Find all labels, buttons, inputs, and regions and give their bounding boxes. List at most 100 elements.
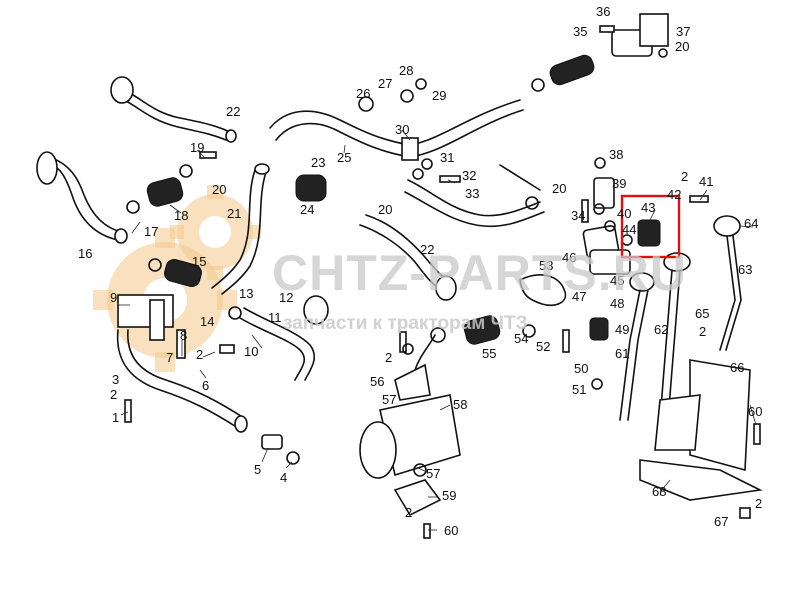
label-55: 55 — [482, 346, 496, 361]
label-7: 7 — [166, 350, 173, 365]
label-46: 46 — [562, 250, 576, 265]
label-45: 45 — [610, 273, 624, 288]
label-41: 41 — [699, 174, 713, 189]
valve-block-46 — [582, 225, 631, 275]
rings — [126, 48, 668, 477]
flange-56 — [394, 334, 436, 401]
distributor-66 — [654, 359, 751, 472]
valve-39 — [593, 177, 615, 209]
pipe-25 — [269, 99, 524, 161]
label-63: 63 — [738, 262, 752, 277]
bolts — [124, 25, 761, 539]
pump-58 — [359, 394, 461, 479]
label-53: 53 — [539, 258, 553, 273]
hose-15 — [164, 259, 202, 287]
label-26: 26 — [356, 86, 370, 101]
label-22b: 22 — [420, 242, 434, 257]
fitting-5 — [261, 434, 283, 450]
label-20b: 20 — [675, 39, 689, 54]
pipe-10 — [239, 295, 329, 381]
label-9: 9 — [110, 290, 117, 305]
pipe-16 — [36, 151, 128, 244]
label-14: 14 — [200, 314, 214, 329]
label-27: 27 — [378, 76, 392, 91]
label-68: 68 — [652, 484, 666, 499]
hose-18 — [146, 177, 184, 207]
label-56: 56 — [370, 374, 384, 389]
label-29: 29 — [432, 88, 446, 103]
label-2b: 2 — [385, 350, 392, 365]
label-43: 43 — [641, 200, 655, 215]
label-6: 6 — [202, 378, 209, 393]
label-20d: 20 — [552, 181, 566, 196]
lever-61 — [619, 272, 655, 421]
label-67: 67 — [714, 514, 728, 529]
label-64: 64 — [744, 216, 758, 231]
label-17: 17 — [144, 224, 158, 239]
pipe-33 — [404, 164, 545, 228]
label-20c: 20 — [378, 202, 392, 217]
label-2g: 2 — [196, 347, 203, 362]
label-8: 8 — [180, 328, 187, 343]
label-19: 19 — [190, 140, 204, 155]
label-16: 16 — [78, 246, 92, 261]
label-22a: 22 — [226, 104, 240, 119]
label-65: 65 — [695, 306, 709, 321]
base-plate-68 — [639, 459, 763, 501]
label-48: 48 — [610, 296, 624, 311]
label-61: 61 — [615, 346, 629, 361]
label-60a: 60 — [444, 523, 458, 538]
label-23: 23 — [311, 155, 325, 170]
label-38: 38 — [609, 147, 623, 162]
hose-top — [549, 54, 595, 86]
label-10: 10 — [244, 344, 258, 359]
label-42: 42 — [667, 187, 681, 202]
elbow-53 — [519, 274, 567, 307]
label-59: 59 — [442, 488, 456, 503]
label-60b: 60 — [748, 404, 762, 419]
label-54: 54 — [514, 331, 528, 346]
label-21: 21 — [227, 206, 241, 221]
label-37: 37 — [676, 24, 690, 39]
label-57b: 57 — [426, 466, 440, 481]
label-13: 13 — [239, 286, 253, 301]
watermark: CHTZ-PARTS.RU запчасти к тракторам ЧТЗ — [272, 245, 687, 334]
label-36: 36 — [596, 4, 610, 19]
label-1: 1 — [112, 410, 119, 425]
label-2d: 2 — [681, 169, 688, 184]
leader-lines — [118, 129, 757, 531]
label-30: 30 — [395, 122, 409, 137]
label-11: 11 — [268, 310, 282, 325]
label-20a: 20 — [212, 182, 226, 197]
label-57a: 57 — [382, 392, 396, 407]
watermark-tagline: запчасти к тракторам ЧТЗ — [283, 313, 528, 334]
label-2c: 2 — [405, 505, 412, 520]
label-39: 39 — [612, 176, 626, 191]
label-47: 47 — [572, 289, 586, 304]
label-25: 25 — [337, 150, 351, 165]
label-62: 62 — [654, 322, 668, 337]
label-2a: 2 — [110, 387, 117, 402]
gear-right-icon — [170, 185, 261, 280]
label-44: 44 — [622, 222, 636, 237]
label-18: 18 — [174, 208, 188, 223]
flange-59 — [393, 479, 442, 517]
label-66: 66 — [730, 360, 744, 375]
label-51: 51 — [572, 382, 586, 397]
label-58: 58 — [453, 397, 467, 412]
label-2e: 2 — [699, 324, 706, 339]
housing-37 — [611, 13, 669, 57]
label-28: 28 — [399, 63, 413, 78]
label-52: 52 — [536, 339, 550, 354]
lever-64 — [713, 215, 742, 351]
label-49: 49 — [615, 322, 629, 337]
part-numbers: 1 2 3 4 5 6 7 8 9 10 11 12 13 14 15 16 1… — [78, 4, 762, 538]
label-3: 3 — [112, 372, 119, 387]
label-50: 50 — [574, 361, 588, 376]
label-31: 31 — [440, 150, 454, 165]
watermark-brand: CHTZ-PARTS.RU — [272, 245, 687, 301]
highlight-box-43 — [620, 194, 681, 259]
hose-55 — [463, 315, 501, 345]
